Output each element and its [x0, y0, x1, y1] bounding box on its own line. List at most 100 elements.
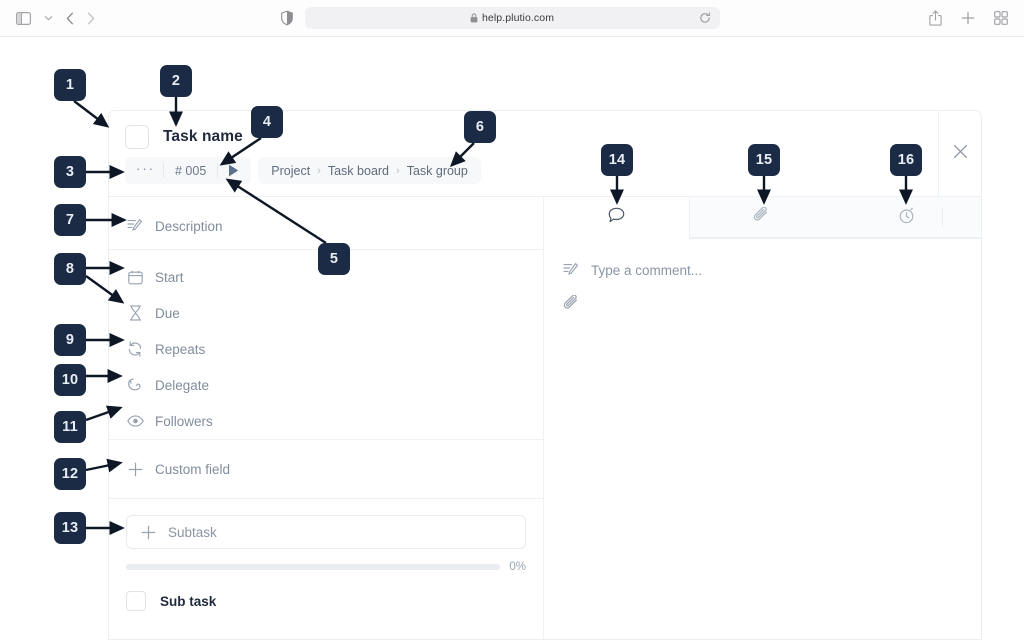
callout-badge-8: 8 [54, 253, 86, 285]
field-row-followers[interactable]: Followers [109, 403, 543, 439]
meta-divider-1 [163, 163, 164, 178]
timer-play-button[interactable] [218, 157, 249, 184]
comment-composer: Type a comment... [544, 239, 981, 639]
add-custom-field-button[interactable]: Custom field [109, 451, 543, 487]
task-panel-header: Task name ··· # 005 Project › Task board… [109, 111, 981, 197]
tabs-inactive-background [689, 197, 981, 238]
breadcrumb: Project › Task board › Task group [258, 157, 481, 184]
play-icon [229, 164, 239, 177]
description-icon [126, 217, 144, 235]
description-icon [562, 261, 580, 279]
back-arrow-icon[interactable] [66, 12, 74, 25]
breadcrumb-separator-icon: › [317, 164, 321, 177]
url-text-group: help.plutio.com [470, 12, 554, 24]
subtask-checkbox[interactable] [126, 591, 146, 611]
field-label-repeats: Repeats [155, 341, 206, 357]
subtask-section: Subtask 0% Sub task [109, 499, 543, 611]
progress-bar-track [126, 564, 501, 570]
tab-attachments[interactable] [689, 197, 834, 239]
callout-badge-9: 9 [54, 324, 86, 356]
tab-divider [942, 208, 943, 227]
url-label: help.plutio.com [481, 12, 555, 24]
task-detail-panel: Task name ··· # 005 Project › Task board… [108, 110, 982, 640]
comment-placeholder: Type a comment... [591, 262, 703, 278]
callout-badge-13: 13 [54, 512, 86, 544]
close-button[interactable] [938, 111, 981, 197]
field-row-due[interactable]: Due [109, 295, 543, 331]
tab-time-tracking[interactable] [834, 197, 979, 239]
field-label-followers: Followers [155, 413, 213, 429]
reload-icon[interactable] [699, 12, 711, 24]
browser-toolbar: help.plutio.com [0, 0, 1024, 37]
callout-badge-7: 7 [54, 204, 86, 236]
callout-badge-11: 11 [54, 411, 86, 443]
callout-badge-3: 3 [54, 156, 86, 188]
activity-tabs [544, 197, 981, 239]
calendar-icon [126, 268, 144, 286]
field-row-delegate[interactable]: Delegate [109, 367, 543, 403]
breadcrumb-item-task-board[interactable]: Task board [327, 163, 390, 178]
breadcrumb-item-task-group[interactable]: Task group [406, 163, 468, 178]
list-item[interactable]: Sub task [126, 591, 526, 611]
callout-badge-10: 10 [54, 364, 86, 396]
plus-icon [126, 460, 144, 478]
callout-badge-4: 4 [251, 106, 283, 138]
task-name-title[interactable]: Task name [163, 128, 243, 145]
tab-overview-icon[interactable] [994, 11, 1008, 25]
browser-nav-controls [0, 11, 95, 25]
comment-input-row[interactable]: Type a comment... [562, 261, 981, 279]
hourglass-icon [126, 304, 144, 322]
field-label-start: Start [155, 269, 184, 285]
tab-comments[interactable] [544, 197, 689, 239]
callout-badge-14: 14 [601, 144, 633, 176]
comment-icon [608, 207, 625, 229]
description-group: Description [109, 197, 543, 249]
divider-3 [109, 498, 543, 499]
callout-badge-5: 5 [318, 243, 350, 275]
callout-badge-2: 2 [160, 65, 192, 97]
field-label-delegate: Delegate [155, 377, 210, 393]
timer-icon [898, 207, 915, 229]
field-row-start[interactable]: Start [109, 259, 543, 295]
callout-badge-15: 15 [748, 144, 780, 176]
more-options-button[interactable]: ··· [136, 160, 155, 176]
breadcrumb-separator-icon-2: › [396, 164, 400, 177]
forward-arrow-icon[interactable] [87, 12, 95, 25]
attach-file-button[interactable] [563, 294, 981, 317]
share-icon[interactable] [929, 10, 942, 26]
paperclip-icon [563, 294, 577, 309]
subtask-label: Sub task [160, 593, 217, 609]
shield-icon[interactable] [281, 10, 293, 26]
browser-actions [929, 0, 1008, 36]
browser-address-area: help.plutio.com [0, 0, 1024, 36]
task-meta-row: ··· # 005 Project › Task board › Task gr… [109, 149, 981, 184]
eye-icon [126, 412, 144, 430]
url-input[interactable]: help.plutio.com [304, 7, 720, 29]
callout-badge-6: 6 [464, 111, 496, 143]
field-row-repeats[interactable]: Repeats [109, 331, 543, 367]
chevron-down-icon[interactable] [44, 15, 53, 21]
add-subtask-input[interactable]: Subtask [126, 515, 526, 549]
sidebar-toggle-icon[interactable] [16, 11, 31, 25]
custom-field-group: Custom field [109, 440, 543, 498]
divider-2 [109, 439, 543, 440]
breadcrumb-item-project[interactable]: Project [271, 163, 311, 178]
task-complete-checkbox[interactable] [125, 125, 149, 149]
add-subtask-placeholder: Subtask [168, 524, 217, 540]
plus-icon [139, 523, 157, 541]
progress-percent-label: 0% [509, 561, 526, 573]
task-meta-pill: ··· # 005 [125, 157, 252, 184]
custom-field-label: Custom field [155, 461, 231, 477]
meta-divider-2 [217, 163, 219, 178]
delegate-icon [126, 376, 144, 394]
callout-badge-1: 1 [54, 69, 86, 101]
task-number-label[interactable]: # 005 [175, 163, 207, 178]
new-tab-icon[interactable] [961, 11, 975, 25]
activity-column: Type a comment... [544, 197, 981, 639]
field-row-description[interactable]: Description [109, 208, 543, 244]
callout-badge-12: 12 [54, 458, 86, 490]
callout-badge-16: 16 [890, 144, 922, 176]
scheduling-group: Start Due [109, 250, 543, 439]
subtask-progress: 0% [126, 561, 526, 573]
lock-icon [470, 13, 478, 23]
